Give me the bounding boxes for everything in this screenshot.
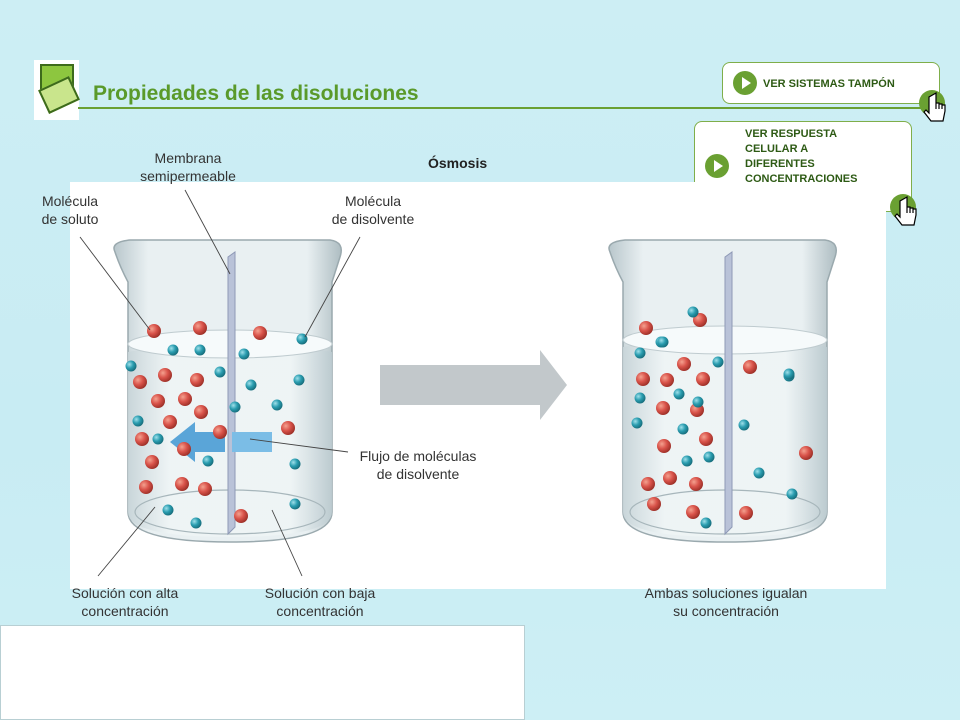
semipermeable-membrane bbox=[227, 251, 236, 536]
solute-molecule bbox=[158, 368, 172, 382]
solute-molecule bbox=[234, 509, 248, 523]
solute-molecule bbox=[147, 324, 161, 338]
solute-molecule bbox=[743, 360, 757, 374]
solute-molecule bbox=[190, 373, 204, 387]
solute-molecule bbox=[689, 477, 703, 491]
solute-molecule bbox=[281, 421, 295, 435]
solvent-molecule bbox=[293, 374, 305, 386]
hand-pointer-icon[interactable] bbox=[889, 193, 923, 233]
label-alta: Solución con alta concentración bbox=[71, 585, 179, 619]
solvent-molecule bbox=[238, 348, 250, 360]
solvent-molecule bbox=[214, 366, 226, 378]
solvent-molecule bbox=[125, 360, 137, 372]
solvent-molecule bbox=[753, 467, 765, 479]
solvent-molecule bbox=[738, 419, 750, 431]
solvent-molecule bbox=[681, 455, 693, 467]
solvent-molecule bbox=[289, 458, 301, 470]
solvent-molecule bbox=[703, 451, 715, 463]
solute-molecule bbox=[657, 439, 671, 453]
play-icon bbox=[733, 71, 757, 95]
solute-molecule bbox=[139, 480, 153, 494]
solvent-molecule bbox=[245, 379, 257, 391]
solute-molecule bbox=[145, 455, 159, 469]
solute-molecule bbox=[696, 372, 710, 386]
diagram-panel bbox=[70, 182, 886, 589]
solvent-molecule bbox=[700, 517, 712, 529]
logo-icon bbox=[34, 60, 80, 120]
solute-molecule bbox=[135, 432, 149, 446]
solute-molecule bbox=[636, 372, 650, 386]
solvent-molecule bbox=[673, 388, 685, 400]
label-membrana: Membrana semipermeable bbox=[140, 150, 236, 184]
solvent-molecule bbox=[194, 344, 206, 356]
solvent-molecule bbox=[296, 333, 308, 345]
solvent-molecule bbox=[631, 417, 643, 429]
solute-molecule bbox=[151, 394, 165, 408]
solvent-molecule bbox=[634, 392, 646, 404]
label-disolvente: Molécula de disolvente bbox=[331, 193, 415, 227]
solute-molecule bbox=[198, 482, 212, 496]
label-ambas: Ambas soluciones igualan su concentració… bbox=[644, 585, 808, 619]
label-flujo: Flujo de moléculas de disolvente bbox=[359, 448, 477, 482]
solute-molecule bbox=[641, 477, 655, 491]
solvent-molecule bbox=[687, 306, 699, 318]
solute-molecule bbox=[799, 446, 813, 460]
solute-molecule bbox=[178, 392, 192, 406]
solute-molecule bbox=[699, 432, 713, 446]
diagram-title: Ósmosis bbox=[428, 155, 488, 171]
label-baja: Solución con baja concentración bbox=[264, 585, 376, 619]
solute-molecule bbox=[686, 505, 700, 519]
solute-molecule bbox=[739, 506, 753, 520]
flow-arrow-tail bbox=[232, 432, 272, 452]
solute-molecule bbox=[693, 313, 707, 327]
beaker-right bbox=[608, 239, 837, 543]
solvent-molecule bbox=[132, 415, 144, 427]
label-soluto: Molécula de soluto bbox=[41, 193, 99, 227]
solute-molecule bbox=[647, 497, 661, 511]
solvent-molecule bbox=[692, 396, 704, 408]
solvent-molecule bbox=[657, 336, 669, 348]
page-title: Propiedades de las disoluciones bbox=[93, 82, 419, 105]
hand-pointer-icon[interactable] bbox=[918, 89, 952, 129]
solute-molecule bbox=[193, 321, 207, 335]
solvent-molecule bbox=[271, 399, 283, 411]
semipermeable-membrane bbox=[724, 251, 733, 536]
solute-molecule bbox=[133, 375, 147, 389]
solvent-molecule bbox=[190, 517, 202, 529]
solvent-molecule bbox=[162, 504, 174, 516]
solvent-molecule bbox=[289, 498, 301, 510]
solute-molecule bbox=[639, 321, 653, 335]
solute-molecule bbox=[660, 373, 674, 387]
solute-molecule bbox=[677, 357, 691, 371]
ver-sistemas-label: VER SISTEMAS TAMPÓN bbox=[763, 78, 895, 90]
solvent-molecule bbox=[229, 401, 241, 413]
solvent-molecule bbox=[783, 368, 795, 380]
solute-molecule bbox=[213, 425, 227, 439]
osmosis-diagram bbox=[79, 189, 837, 577]
solvent-molecule bbox=[202, 455, 214, 467]
solute-molecule bbox=[663, 471, 677, 485]
solute-molecule bbox=[175, 477, 189, 491]
play-icon bbox=[705, 154, 729, 178]
process-arrow bbox=[380, 350, 567, 420]
solute-molecule bbox=[177, 442, 191, 456]
solute-molecule bbox=[253, 326, 267, 340]
notes-panel bbox=[0, 625, 525, 720]
solvent-molecule bbox=[152, 433, 164, 445]
solvent-molecule bbox=[786, 488, 798, 500]
ver-sistemas-tampon-button[interactable]: VER SISTEMAS TAMPÓN bbox=[722, 62, 940, 104]
solute-molecule bbox=[656, 401, 670, 415]
solvent-molecule bbox=[167, 344, 179, 356]
solute-molecule bbox=[194, 405, 208, 419]
solvent-molecule bbox=[677, 423, 689, 435]
title-divider bbox=[78, 107, 940, 109]
beaker-left bbox=[113, 239, 342, 543]
leader-lines bbox=[79, 189, 361, 577]
solvent-molecule bbox=[712, 356, 724, 368]
solute-molecule bbox=[163, 415, 177, 429]
solvent-molecule bbox=[634, 347, 646, 359]
